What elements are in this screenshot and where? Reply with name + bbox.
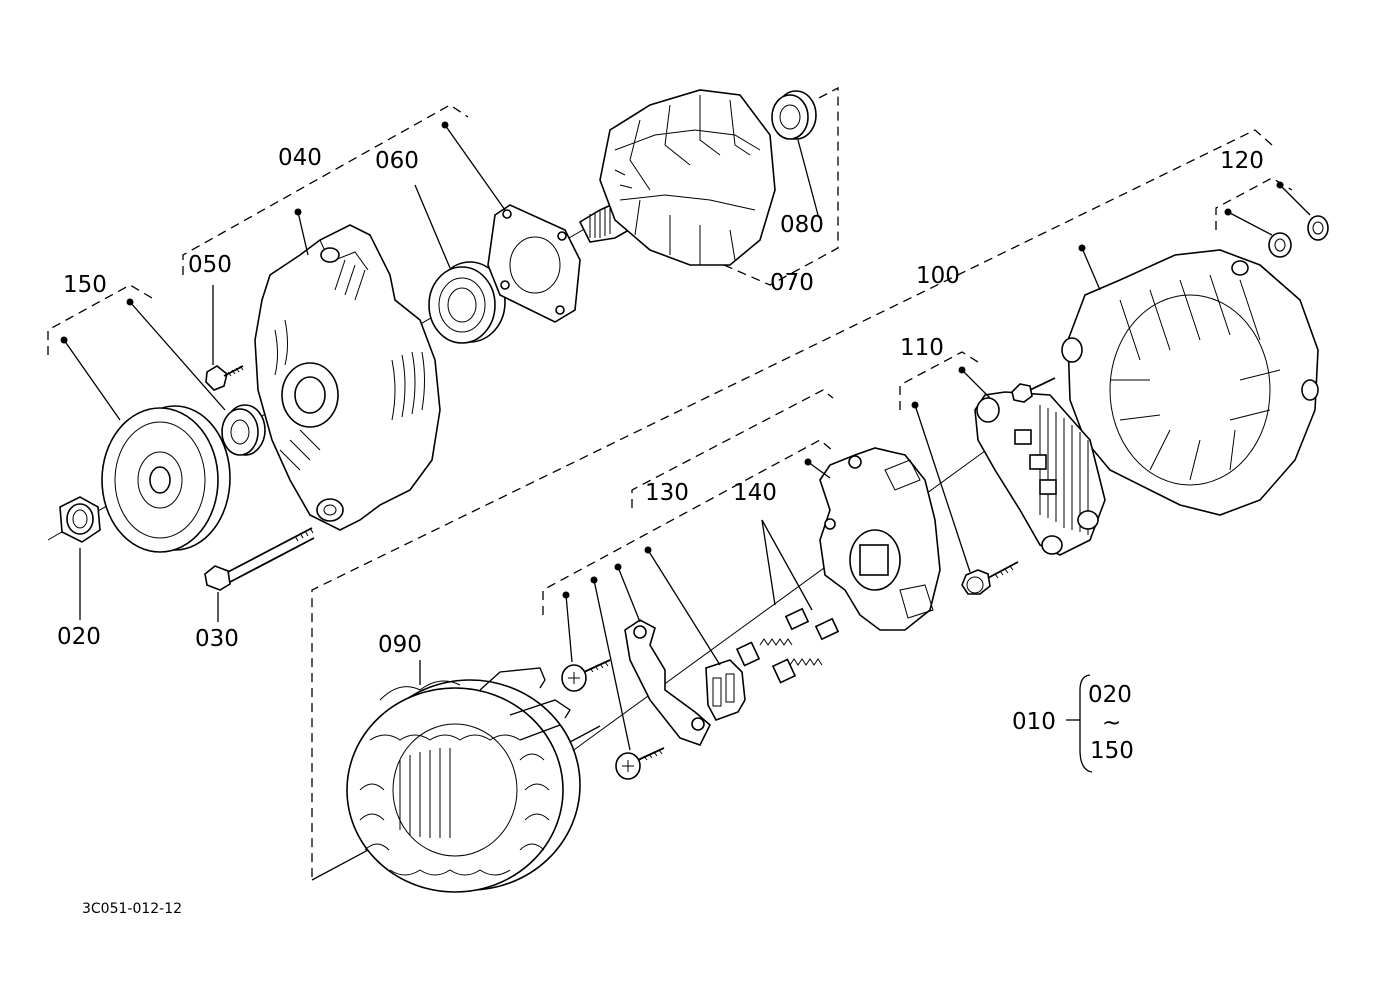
rotor — [578, 89, 776, 266]
label-090: 090 — [378, 632, 422, 658]
retainer-plate — [441, 121, 581, 323]
rear-housing-100 — [1061, 244, 1319, 516]
label-020: 020 — [57, 624, 101, 650]
label-010: 010 — [1012, 709, 1056, 735]
legend-range-to: 150 — [1090, 738, 1134, 764]
label-050: 050 — [188, 252, 232, 278]
legend-range-from: 020 — [1088, 682, 1132, 708]
screw-130-upper — [561, 591, 611, 692]
label-110: 110 — [900, 335, 944, 361]
bearing-060 — [414, 184, 506, 344]
washers-120 — [1224, 181, 1329, 258]
pulley-150 — [60, 336, 231, 553]
label-080: 080 — [780, 212, 824, 238]
screw-110-lower — [911, 401, 1019, 595]
label-140: 140 — [733, 480, 777, 506]
front-housing-040 — [254, 208, 441, 531]
legend-range-tilde: ~ — [1102, 710, 1121, 736]
label-130: 130 — [645, 480, 689, 506]
label-120: 120 — [1220, 148, 1264, 174]
label-030: 030 — [195, 626, 239, 652]
bolt-030 — [204, 527, 315, 622]
brushes-140 — [735, 519, 840, 684]
label-150: 150 — [63, 272, 107, 298]
bearing-080 — [771, 90, 819, 216]
stator-090 — [346, 660, 581, 893]
nut-020 — [59, 496, 101, 620]
screw-130-lower — [590, 576, 665, 780]
label-070: 070 — [770, 270, 814, 296]
label-040: 040 — [278, 145, 322, 171]
drawing-code: 3C051-012-12 — [82, 901, 182, 917]
rectifier-110 — [958, 366, 1106, 556]
part-labels: 150 050 040 060 080 070 120 100 110 130 … — [57, 145, 1264, 658]
assembly-legend: 010 020 ~ 150 — [1012, 674, 1134, 773]
terminal-parts-130 — [614, 546, 746, 746]
collar-spacer — [126, 298, 266, 456]
screw-050 — [205, 285, 244, 391]
label-060: 060 — [375, 148, 419, 174]
regulator-brush-holder — [804, 447, 941, 631]
label-100: 100 — [916, 263, 960, 289]
